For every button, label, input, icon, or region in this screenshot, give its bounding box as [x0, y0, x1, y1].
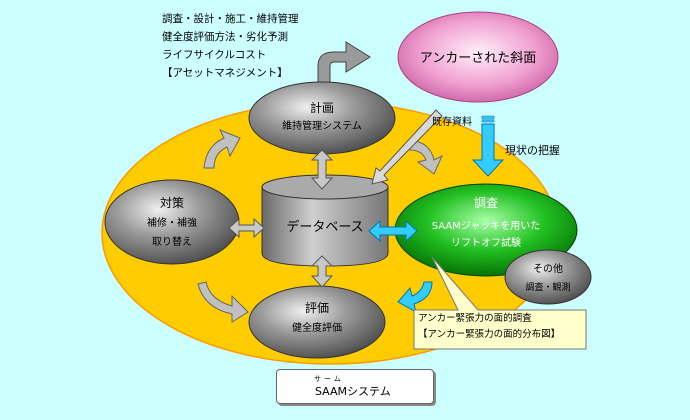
system-legend-box: サーム SAAMシステム — [276, 369, 434, 404]
countermeasure-line1: 補修・補強 — [147, 216, 197, 229]
other-subtitle: 調査・観測 — [525, 281, 570, 293]
cycle-arrow-bottom-right — [397, 281, 433, 313]
countermeasure-line2: 取り替え — [152, 235, 192, 248]
arrow-countermeasure-database — [228, 217, 265, 239]
countermeasure-title: 対策 — [160, 196, 184, 210]
existing-docs-arrow — [371, 109, 443, 185]
other-title: その他 — [533, 262, 563, 275]
cycle-arrow-top-right — [409, 139, 444, 175]
arrow-plan-database — [310, 149, 334, 190]
current-status-arrow — [471, 123, 505, 177]
notes-block: 調査・設計・施工・維持管理 健全度評価方法・劣化予測 ライフサイクルコスト 【ア… — [162, 10, 299, 82]
plan-subtitle: 維持管理システム — [282, 119, 362, 132]
note-line: 健全度評価方法・劣化予測 — [162, 31, 288, 43]
arrow-database-evaluation — [310, 255, 334, 288]
current-status-label: 現状の把握 — [505, 143, 560, 157]
cycle-arrow-top-left — [203, 129, 241, 169]
arrow-database-survey — [368, 219, 418, 243]
note-line: ライフサイクルコスト — [162, 49, 267, 61]
current-status-stripe-1 — [481, 115, 495, 120]
balloon-line2: 【アンカー緊張力の面的分布図】 — [418, 329, 561, 340]
current-status-stripe-2 — [481, 119, 495, 123]
survey-line2: リフトオフ試験 — [451, 236, 521, 249]
evaluation-node — [248, 285, 386, 359]
balloon-callout — [413, 256, 587, 350]
survey-title: 調査 — [474, 196, 498, 210]
legend-ruby: サーム — [314, 375, 344, 383]
slope-label: アンカーされた斜面 — [420, 51, 536, 66]
legend-label: SAAMシステム — [315, 385, 391, 398]
evaluation-subtitle: 健全度評価 — [292, 321, 342, 334]
plan-node — [248, 81, 396, 155]
slope-node — [397, 11, 559, 103]
cycle-arrow-bottom-left — [197, 281, 249, 323]
existing-docs-label: 既存資料 — [432, 115, 472, 128]
note-line: 【アセットマネジメント】 — [162, 67, 288, 79]
balloon-text: アンカー緊張力の面的調査 【アンカー緊張力の面的分布図】 — [418, 311, 586, 343]
arrow-plan-to-slope — [317, 41, 371, 91]
database-label: データベース — [286, 219, 363, 235]
database-node — [261, 174, 389, 267]
other-node — [504, 249, 592, 305]
balloon-line1: アンカー緊張力の面的調査 — [418, 313, 532, 324]
plan-title: 計画 — [310, 100, 334, 115]
evaluation-title: 評価 — [305, 300, 329, 315]
survey-line1: SAAMジャッキを用いた — [432, 220, 541, 232]
note-line: 調査・設計・施工・維持管理 — [162, 13, 299, 25]
